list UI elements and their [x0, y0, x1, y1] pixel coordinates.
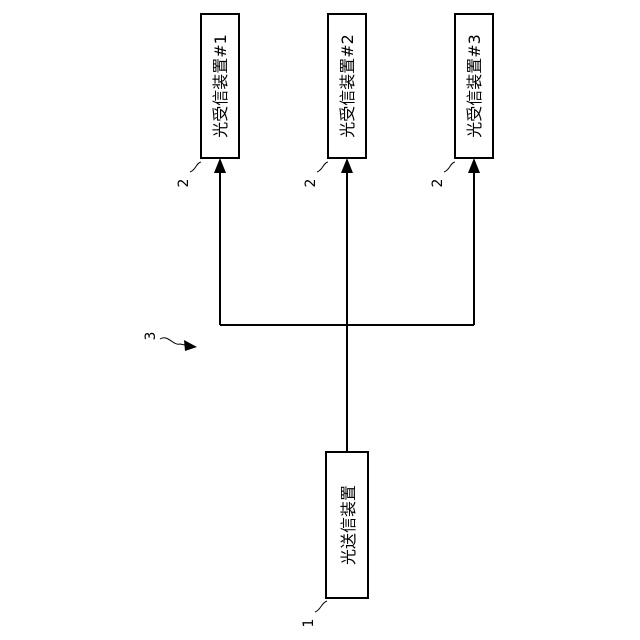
ref-network: 3 [143, 332, 197, 351]
ref-label-receiver-1: 2 [176, 179, 192, 188]
ref-label-receiver-2: 2 [303, 179, 319, 188]
ref-label-transmitter: 1 [301, 619, 317, 628]
receiver-label-2: 光受信装置#2 [338, 34, 357, 138]
ref-transmitter: 1 [301, 601, 327, 627]
receiver-label-1: 光受信装置#1 [211, 34, 230, 138]
transmitter-box: 光送信装置 [326, 452, 368, 598]
arrowhead-3 [468, 158, 480, 173]
ref-receiver-1: 2 [176, 162, 201, 187]
receiver-box-3: 光受信装置#3 [455, 14, 493, 158]
ref-label-network: 3 [143, 332, 159, 341]
receiver-box-2: 光受信装置#2 [328, 14, 366, 158]
network-lines [214, 158, 480, 452]
receiver-box-1: 光受信装置#1 [201, 14, 239, 158]
receiver-label-3: 光受信装置#3 [465, 34, 484, 138]
arrowhead-1 [214, 158, 226, 173]
ref-receiver-2: 2 [303, 162, 328, 187]
transmitter-label: 光送信装置 [339, 485, 358, 565]
arrowhead-2 [341, 158, 353, 173]
ref-receiver-3: 2 [430, 162, 455, 187]
ref-network-arrowhead [184, 340, 197, 351]
ref-label-receiver-3: 2 [430, 179, 446, 188]
